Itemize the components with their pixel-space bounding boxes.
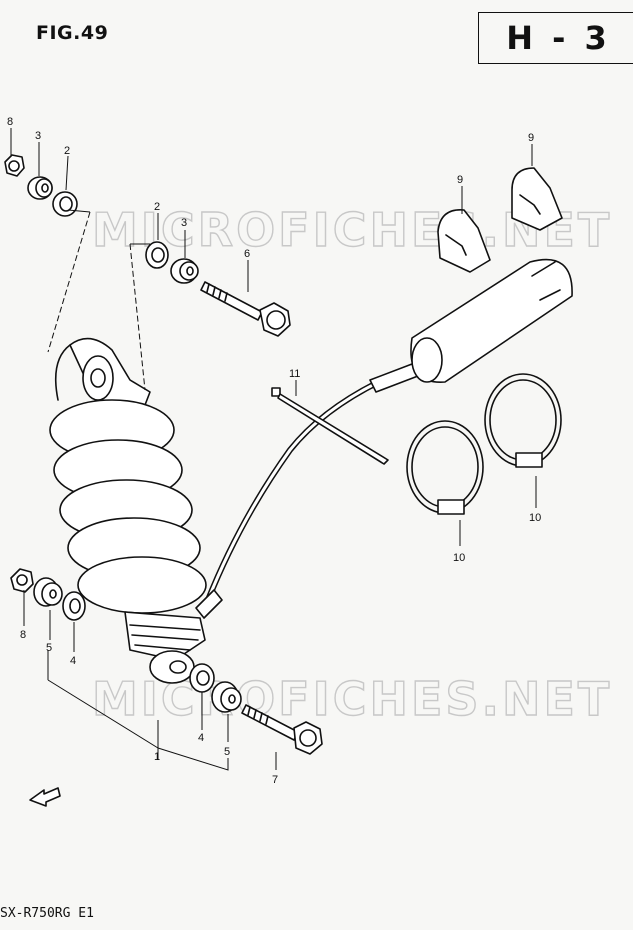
mid-washer-part (145, 241, 169, 269)
callout-label: 10 (453, 552, 465, 564)
figure-title: FIG.49 (36, 22, 109, 44)
reservoir-bracket-left-part (437, 209, 491, 273)
upper-bushing-part (27, 176, 53, 200)
callout-label: 2 (154, 201, 160, 213)
reservoir-part (410, 258, 573, 383)
upper-bolt-part (200, 281, 291, 337)
lower-nut-part (10, 568, 34, 593)
callout-label: 6 (244, 248, 250, 260)
lower-bushing-left-part (33, 577, 63, 607)
callout-label: 9 (528, 132, 534, 144)
callout-label: 8 (7, 116, 13, 128)
callout-label: 4 (70, 655, 76, 667)
callout-label: 2 (64, 145, 70, 157)
callout-label: 4 (198, 732, 204, 744)
lower-washer-left-part (62, 591, 86, 621)
shock-absorber-part (49, 337, 207, 684)
callout-label: 10 (529, 512, 541, 524)
callout-label: 1 (154, 751, 160, 763)
upper-nut-part (4, 154, 25, 177)
reservoir-hose-part (195, 363, 419, 619)
mid-bushing-part (170, 258, 199, 284)
callout-label: 3 (181, 217, 187, 229)
lower-bolt-part (241, 704, 323, 755)
hose-clamp-left-part (406, 420, 484, 515)
callout-label: 7 (272, 774, 278, 786)
lower-bushing-right-part (211, 681, 242, 713)
hose-clamp-right-part (484, 373, 562, 468)
upper-washer-part (52, 191, 78, 217)
callout-label: 5 (46, 642, 52, 654)
callout-label: 9 (457, 174, 463, 186)
callout-label: 3 (35, 130, 41, 142)
reservoir-bracket-right-part (511, 167, 563, 231)
cable-tie-part (271, 387, 389, 465)
callout-label: 8 (20, 629, 26, 641)
front-direction-arrow-icon (29, 787, 61, 807)
callout-label: 5 (224, 746, 230, 758)
model-code: SX-R750RG E1 (0, 906, 94, 921)
callout-label: 11 (289, 368, 300, 380)
lower-washer-right-part (189, 663, 215, 693)
section-code: H - 3 (478, 12, 633, 64)
